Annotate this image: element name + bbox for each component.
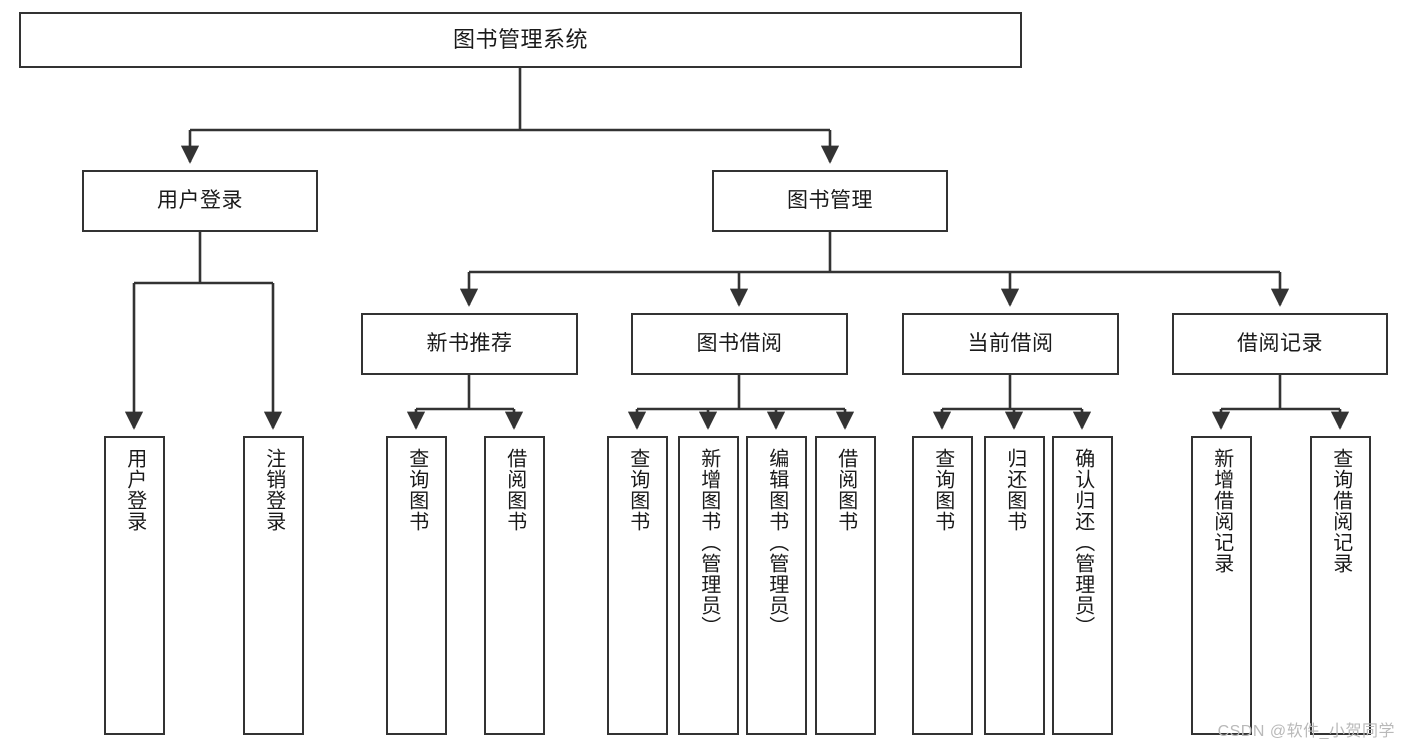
node-book-manage[interactable]: 图书管理 xyxy=(712,170,948,232)
node-book-manage-label: 图书管理 xyxy=(787,188,873,212)
node-leaf-query-record-label: 查询借阅记录 xyxy=(1329,448,1352,574)
node-leaf-query-book-2[interactable]: 查询图书 xyxy=(607,436,668,735)
node-new-book-rec[interactable]: 新书推荐 xyxy=(361,313,578,375)
node-leaf-user-login[interactable]: 用户登录 xyxy=(104,436,165,735)
node-borrow-record[interactable]: 借阅记录 xyxy=(1172,313,1388,375)
node-leaf-borrow-book-1-label: 借阅图书 xyxy=(503,448,526,532)
node-leaf-query-record[interactable]: 查询借阅记录 xyxy=(1310,436,1371,735)
node-leaf-query-book-2-label: 查询图书 xyxy=(626,448,649,532)
node-leaf-return-book[interactable]: 归还图书 xyxy=(984,436,1045,735)
node-leaf-add-book[interactable]: 新增图书（管理员） xyxy=(678,436,739,735)
node-book-borrow[interactable]: 图书借阅 xyxy=(631,313,848,375)
node-leaf-edit-book[interactable]: 编辑图书（管理员） xyxy=(746,436,807,735)
node-leaf-query-book-3-label: 查询图书 xyxy=(931,448,954,532)
node-book-borrow-label: 图书借阅 xyxy=(696,331,783,355)
node-leaf-add-book-label: 新增图书（管理员） xyxy=(697,448,720,637)
node-user-login-label: 用户登录 xyxy=(157,188,243,212)
node-leaf-query-book-1[interactable]: 查询图书 xyxy=(386,436,447,735)
node-new-book-rec-label: 新书推荐 xyxy=(426,331,513,355)
node-leaf-query-book-3[interactable]: 查询图书 xyxy=(912,436,973,735)
node-root-label: 图书管理系统 xyxy=(452,27,588,53)
node-leaf-borrow-book-2-label: 借阅图书 xyxy=(834,448,857,532)
node-user-login[interactable]: 用户登录 xyxy=(82,170,318,232)
node-leaf-logout[interactable]: 注销登录 xyxy=(243,436,304,735)
watermark-text: CSDN @软件_小贺同学 xyxy=(1217,723,1395,740)
node-root[interactable]: 图书管理系统 xyxy=(19,12,1022,68)
node-leaf-return-book-label: 归还图书 xyxy=(1003,448,1026,532)
node-leaf-add-record-label: 新增借阅记录 xyxy=(1210,448,1233,574)
node-borrow-record-label: 借阅记录 xyxy=(1237,331,1323,355)
node-leaf-edit-book-label: 编辑图书（管理员） xyxy=(765,448,788,637)
node-current-borrow-label: 当前借阅 xyxy=(967,331,1054,355)
node-leaf-borrow-book-2[interactable]: 借阅图书 xyxy=(815,436,876,735)
node-leaf-logout-label: 注销登录 xyxy=(262,448,285,532)
node-current-borrow[interactable]: 当前借阅 xyxy=(902,313,1119,375)
node-leaf-user-login-label: 用户登录 xyxy=(123,448,146,532)
node-leaf-add-record[interactable]: 新增借阅记录 xyxy=(1191,436,1252,735)
node-leaf-confirm-return[interactable]: 确认归还（管理员） xyxy=(1052,436,1113,735)
node-leaf-borrow-book-1[interactable]: 借阅图书 xyxy=(484,436,545,735)
node-leaf-confirm-return-label: 确认归还（管理员） xyxy=(1071,448,1094,637)
node-leaf-query-book-1-label: 查询图书 xyxy=(405,448,428,532)
